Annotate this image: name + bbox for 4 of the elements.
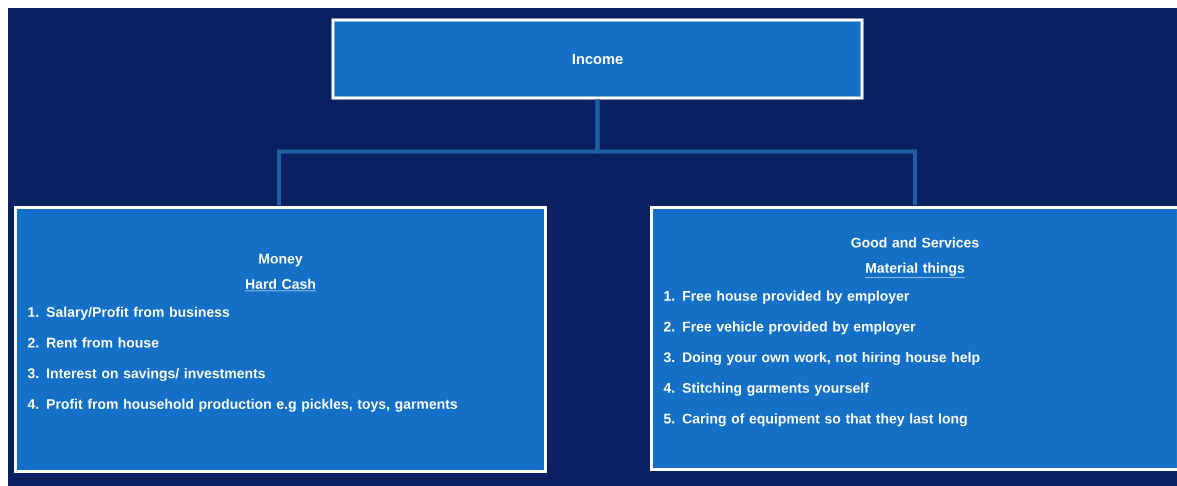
process-box: Income [331, 18, 864, 100]
process-box: Money Hard Cash 1. Salary/Profit from business 2. Rent from house 3. Interest on savings/ investments 4. Profit from household production e.g pickles, toys, garments [14, 206, 547, 473]
connector-line [595, 99, 917, 205]
process-box: Good and Services Material things 1. Free house provided by employer 2. Free vehicle provided by employer 3. Doing your own work, not hiring house help 4. Stitching garments yourself 5. Caring of equipment so that they last long [650, 206, 1177, 471]
